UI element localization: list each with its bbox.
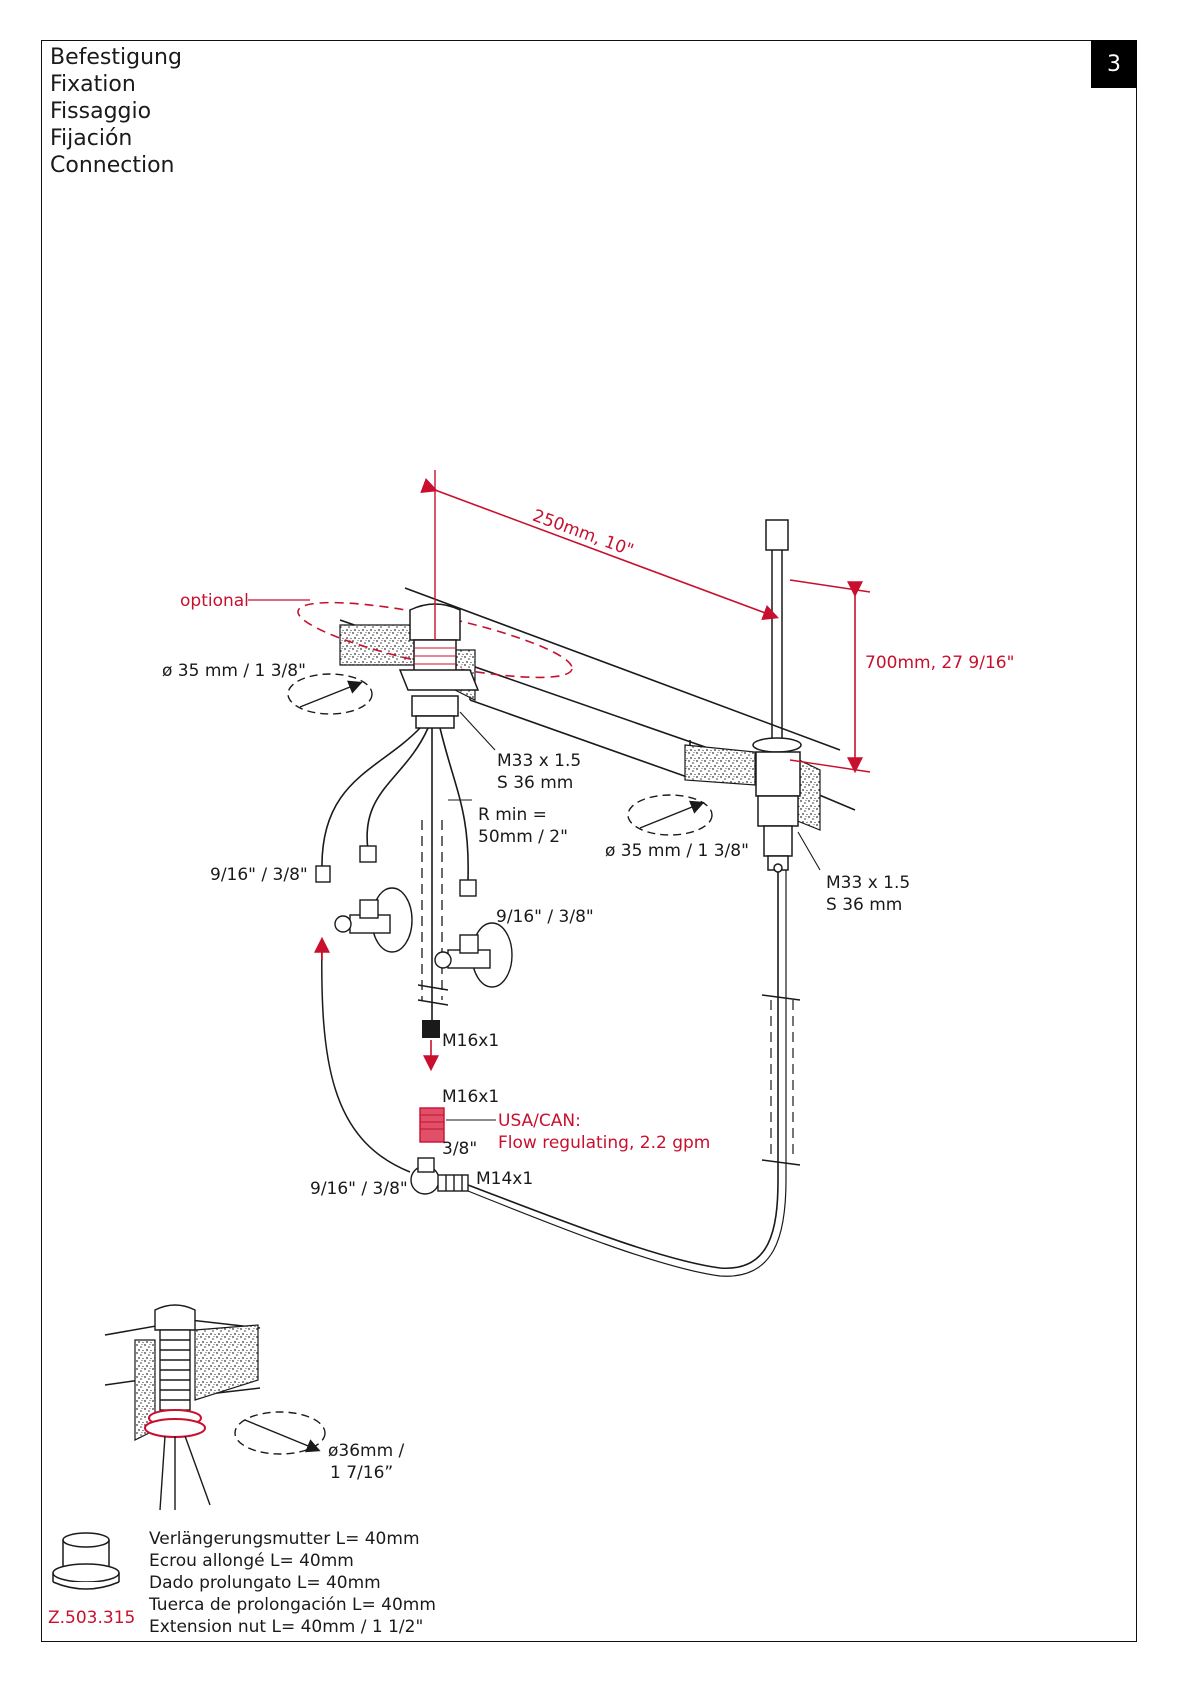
flow-regulator — [419, 1107, 445, 1143]
countertop-section-right-a — [684, 744, 756, 786]
hole-diameter-left — [299, 680, 363, 708]
label-hole-diameter-left: ø 35 mm / 1 3/8" — [162, 661, 306, 681]
dim-250-line — [420, 478, 779, 621]
page-frame — [41, 40, 1137, 1642]
inset-hole-diameter — [244, 1419, 321, 1453]
label-thread-left-1: M33 x 1.5 — [497, 751, 582, 771]
shower-rod — [752, 519, 802, 873]
page-number-badge: 3 — [1091, 40, 1137, 88]
title-es: Fijación — [50, 126, 133, 151]
hole-ellipse-right — [627, 794, 713, 836]
label-inset-diameter-2: 1 7/16” — [330, 1463, 394, 1483]
inset-extension-nut — [144, 1409, 206, 1438]
break-marks — [417, 984, 801, 1166]
legend-line-es: Tuerca de prolongación L= 40mm — [149, 1595, 436, 1615]
return-loop — [321, 939, 411, 1173]
extension-nut-icon — [52, 1532, 120, 1590]
supply-hoses — [321, 727, 469, 1020]
long-hose-inner — [467, 870, 787, 1277]
title-en: Connection — [50, 153, 175, 178]
t-connector — [410, 1157, 469, 1195]
extension-nut-legend: Verlängerungsmutter L= 40mm Ecrou allong… — [149, 1528, 436, 1638]
long-hose-dashed — [770, 1000, 794, 1160]
hole-diameter-right — [639, 800, 705, 829]
angle-valve-left — [334, 887, 413, 953]
title-fr: Fixation — [50, 72, 136, 97]
hole-ellipse-left — [287, 673, 373, 715]
inset-mixer-shank — [154, 1304, 196, 1411]
label-flow-regulating: Flow regulating, 2.2 gpm — [498, 1133, 711, 1153]
title-block: Befestigung Fixation Fissaggio Fijación … — [50, 44, 182, 179]
label-usa-can: USA/CAN: — [498, 1111, 581, 1131]
thread-right-leader — [797, 831, 821, 871]
label-thread-right-2: S 36 mm — [826, 895, 903, 915]
hose-nut-2 — [359, 845, 377, 863]
part-number: Z.503.315 — [48, 1608, 136, 1628]
label-rmin-2: 50mm / 2" — [478, 827, 568, 847]
label-m16-b: M16x1 — [442, 1087, 500, 1107]
hose-nut-3 — [459, 879, 477, 897]
legend-line-en: Extension nut L= 40mm / 1 1/2" — [149, 1617, 424, 1637]
label-optional: optional — [180, 591, 249, 611]
label-rmin-1: R min = — [478, 805, 547, 825]
label-connection-bottom: 9/16" / 3/8" — [310, 1179, 408, 1199]
label-thread-left-2: S 36 mm — [497, 773, 574, 793]
dim-700-ext — [789, 579, 871, 773]
title-de: Befestigung — [50, 45, 182, 70]
inset-hoses — [159, 1435, 211, 1511]
label-m14: M14x1 — [476, 1169, 534, 1189]
label-m16-a: M16x1 — [442, 1031, 500, 1051]
angle-valve-right — [434, 922, 513, 988]
countertop-section-left — [339, 624, 416, 666]
m16-adapter — [422, 1020, 440, 1038]
label-connection-left: 9/16" / 3/8" — [210, 865, 308, 885]
thread-left-leader — [459, 711, 496, 751]
label-connection-mid: 9/16" / 3/8" — [496, 907, 594, 927]
label-thread-right-1: M33 x 1.5 — [826, 873, 911, 893]
center-hose-dashed — [421, 820, 443, 1000]
inset-hole-ellipse — [234, 1411, 326, 1455]
long-hose — [467, 870, 779, 1269]
title-it: Fissaggio — [50, 99, 152, 124]
hose-nut-left — [315, 865, 331, 883]
label-inset-diameter-1: ø36mm / — [328, 1441, 405, 1461]
legend-line-it: Dado prolungato L= 40mm — [149, 1573, 381, 1593]
label-three-eighths: 3/8" — [442, 1139, 478, 1159]
legend-line-fr: Ecrou allongé L= 40mm — [149, 1551, 354, 1571]
legend-line-de: Verlängerungsmutter L= 40mm — [149, 1529, 420, 1549]
label-distance-700: 700mm, 27 9/16" — [865, 653, 1015, 673]
inset-slab-right — [194, 1324, 259, 1401]
label-hole-diameter-right: ø 35 mm / 1 3/8" — [605, 841, 749, 861]
